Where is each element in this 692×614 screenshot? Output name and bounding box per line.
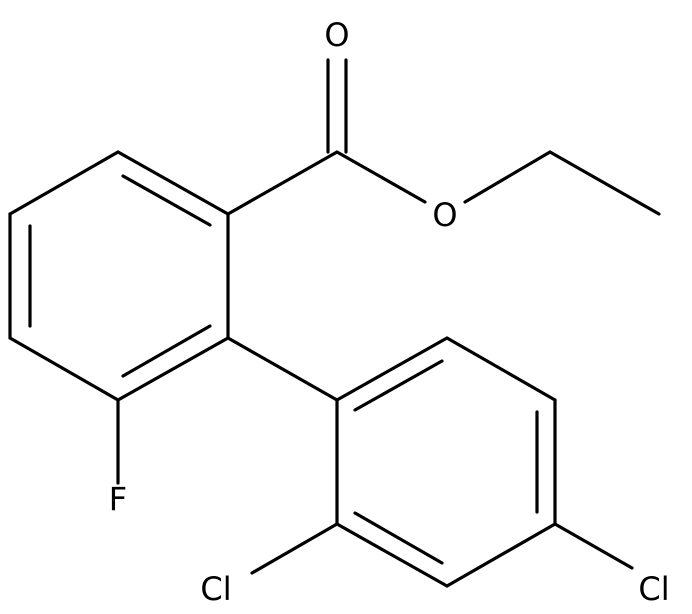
ring-dichlorophenyl <box>335 336 557 588</box>
bond-ring-carbonyl <box>226 150 339 216</box>
bond-c1-c2-inner <box>121 174 212 227</box>
atom-label-ester-oxygen: O <box>432 196 457 234</box>
bond-oxygen-ch2 <box>463 150 552 204</box>
bond-b5-b6 <box>335 522 449 588</box>
bond-b6-chlorine <box>250 522 339 575</box>
ring-benzoate <box>8 150 230 402</box>
atom-label-fluorine: F <box>109 480 127 518</box>
bond-biaryl <box>226 336 339 402</box>
atom-label-carbonyl-oxygen: O <box>324 16 349 54</box>
bond-b1-b2 <box>335 336 449 402</box>
bond-c3-c4-inner <box>121 324 212 378</box>
bond-c6-c1 <box>8 150 120 216</box>
bond-b4-chlorine <box>553 522 634 570</box>
atom-label-chlorine-ortho: Cl <box>200 570 231 608</box>
bond-carbonyl-oxygen <box>335 150 427 204</box>
bond-ch2-ch3 <box>548 150 661 216</box>
bond-b4-b5 <box>445 522 557 588</box>
bond-c4-c5 <box>8 336 120 402</box>
bond-b1-b2-inner <box>353 359 444 412</box>
ester-group <box>226 58 661 216</box>
bond-b2-b3 <box>445 336 557 402</box>
bond-c1-c2 <box>116 150 230 216</box>
bond-b5-b6-inner <box>353 511 444 565</box>
atom-label-chlorine-para: Cl <box>638 570 669 608</box>
bond-c3-c4 <box>116 336 230 402</box>
